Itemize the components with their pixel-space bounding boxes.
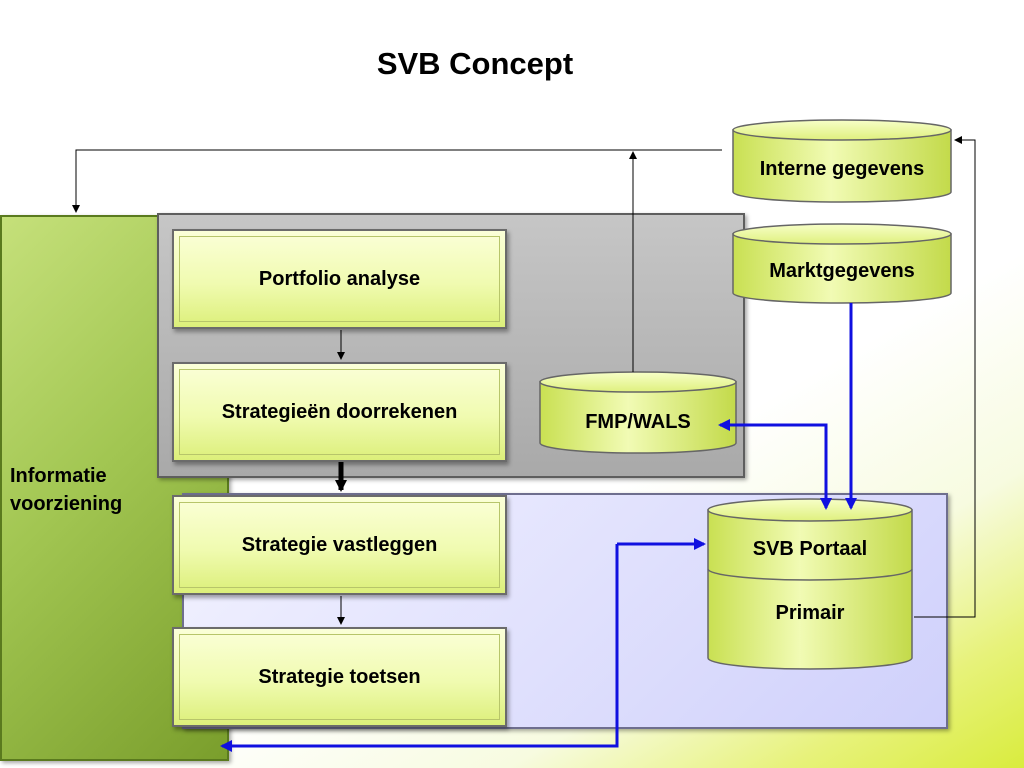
cylinder-svb-portaal <box>707 498 913 670</box>
step-strategieen-doorrekenen[interactable]: Strategieën doorrekenen <box>172 362 507 462</box>
black-connectors <box>72 136 976 625</box>
informatievoorziening-label: Informatie voorziening <box>10 462 180 518</box>
step-label: Portfolio analyse <box>258 267 421 290</box>
connector-interne-to-informatie <box>72 149 722 213</box>
connector-portaal-to-informatie <box>220 544 619 752</box>
cylinder-interne-gegevens <box>732 119 952 203</box>
step-label: Strategieën doorrekenen <box>221 400 458 423</box>
svb-portaal-label: SVB Portaal <box>752 538 868 560</box>
connector-primair-to-interne <box>914 136 976 618</box>
informatievoorziening-line2: voorziening <box>10 493 123 515</box>
informatievoorziening-line1: Informatie <box>10 465 107 487</box>
step-label: Strategie vastleggen <box>241 533 438 556</box>
primair-label: Primair <box>775 602 845 624</box>
blue-connectors <box>220 303 857 752</box>
cylinder-marktgegevens <box>732 223 952 304</box>
page-title: SVB Concept <box>376 46 574 81</box>
marktgegevens-label: Marktgegevens <box>769 260 915 282</box>
step-label: Strategie toetsen <box>258 665 421 688</box>
interne-gegevens-label: Interne gegevens <box>759 158 925 180</box>
fmp-wals-label: FMP/WALS <box>585 411 691 433</box>
cylinder-fmp-wals <box>539 371 737 454</box>
